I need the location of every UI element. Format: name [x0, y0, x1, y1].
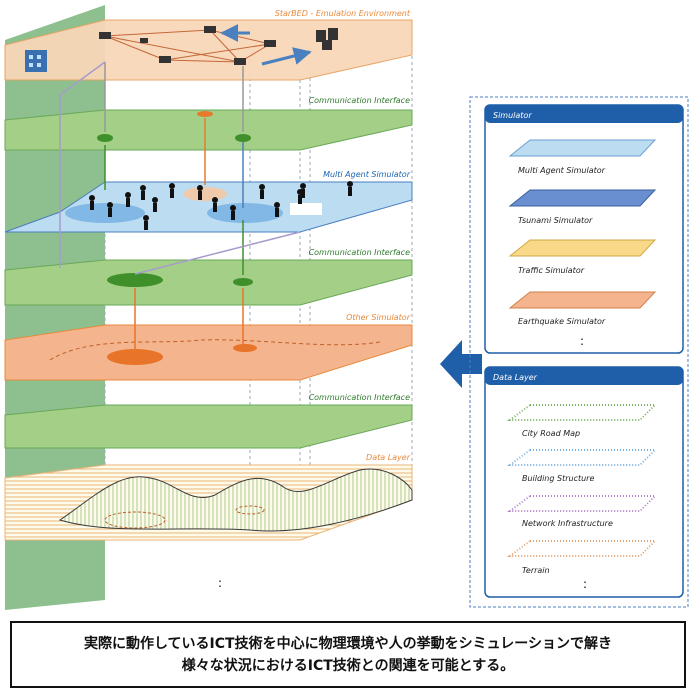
data-item-network-infrastructure: Network Infrastructure	[522, 519, 613, 528]
data-item-terrain: Terrain	[522, 566, 550, 575]
layers-continuation: :	[218, 576, 222, 590]
simulator-item-tsunami: Tsunami Simulator	[518, 216, 593, 225]
data-layer-panel: Data Layer City Road Map Building Struct…	[484, 366, 684, 598]
network-nodes	[99, 26, 338, 65]
multi-agent-label: Multi Agent Simulator	[323, 170, 411, 179]
simulator-panel-title: Simulator	[493, 111, 532, 120]
agent-people	[89, 181, 353, 230]
caption-box: 実際に動作しているICT技術を中心に物理環境や人の挙動をシミュレーションで解き …	[10, 621, 686, 688]
simulator-panel: Simulator Multi Agent Simulator Tsunami …	[484, 104, 684, 354]
data-layer-label: Data Layer	[366, 453, 411, 462]
comm1-label: Communication Interface	[309, 96, 410, 105]
starbed-label: StarBED - Emulation Environment	[275, 9, 411, 18]
simulator-item-multi-agent: Multi Agent Simulator	[518, 166, 606, 175]
simulator-item-earthquake: Earthquake Simulator	[518, 317, 606, 326]
green-wall	[5, 5, 105, 610]
terrain-relief	[58, 468, 413, 532]
comm2-label: Communication Interface	[309, 248, 410, 257]
other-simulator-layer	[4, 324, 413, 381]
data-item-building-structure: Building Structure	[522, 474, 594, 483]
building-icon	[25, 50, 47, 72]
layer-connectors	[59, 61, 301, 350]
comm-interface-layer-2	[4, 259, 413, 306]
caption-line-1: 実際に動作しているICT技術を中心に物理環境や人の挙動をシミュレーションで解き	[83, 635, 613, 652]
comm-interface-layer-3	[4, 404, 413, 449]
network-flow-arrows	[220, 24, 312, 66]
simulator-item-traffic: Traffic Simulator	[518, 266, 585, 275]
big-left-arrow-icon	[440, 340, 482, 388]
comm3-label: Communication Interface	[309, 393, 410, 402]
data-item-city-road-map: City Road Map	[522, 429, 580, 438]
data-panel-title: Data Layer	[493, 373, 538, 382]
caption-line-2: 様々な状況におけるICT技術との関連を可能とする。	[181, 657, 515, 674]
other-simulator-label: Other Simulator	[346, 313, 411, 322]
right-panel-frame	[469, 96, 689, 608]
simulator-panel-more: :	[580, 334, 584, 348]
data-panel-more: :	[583, 577, 587, 591]
